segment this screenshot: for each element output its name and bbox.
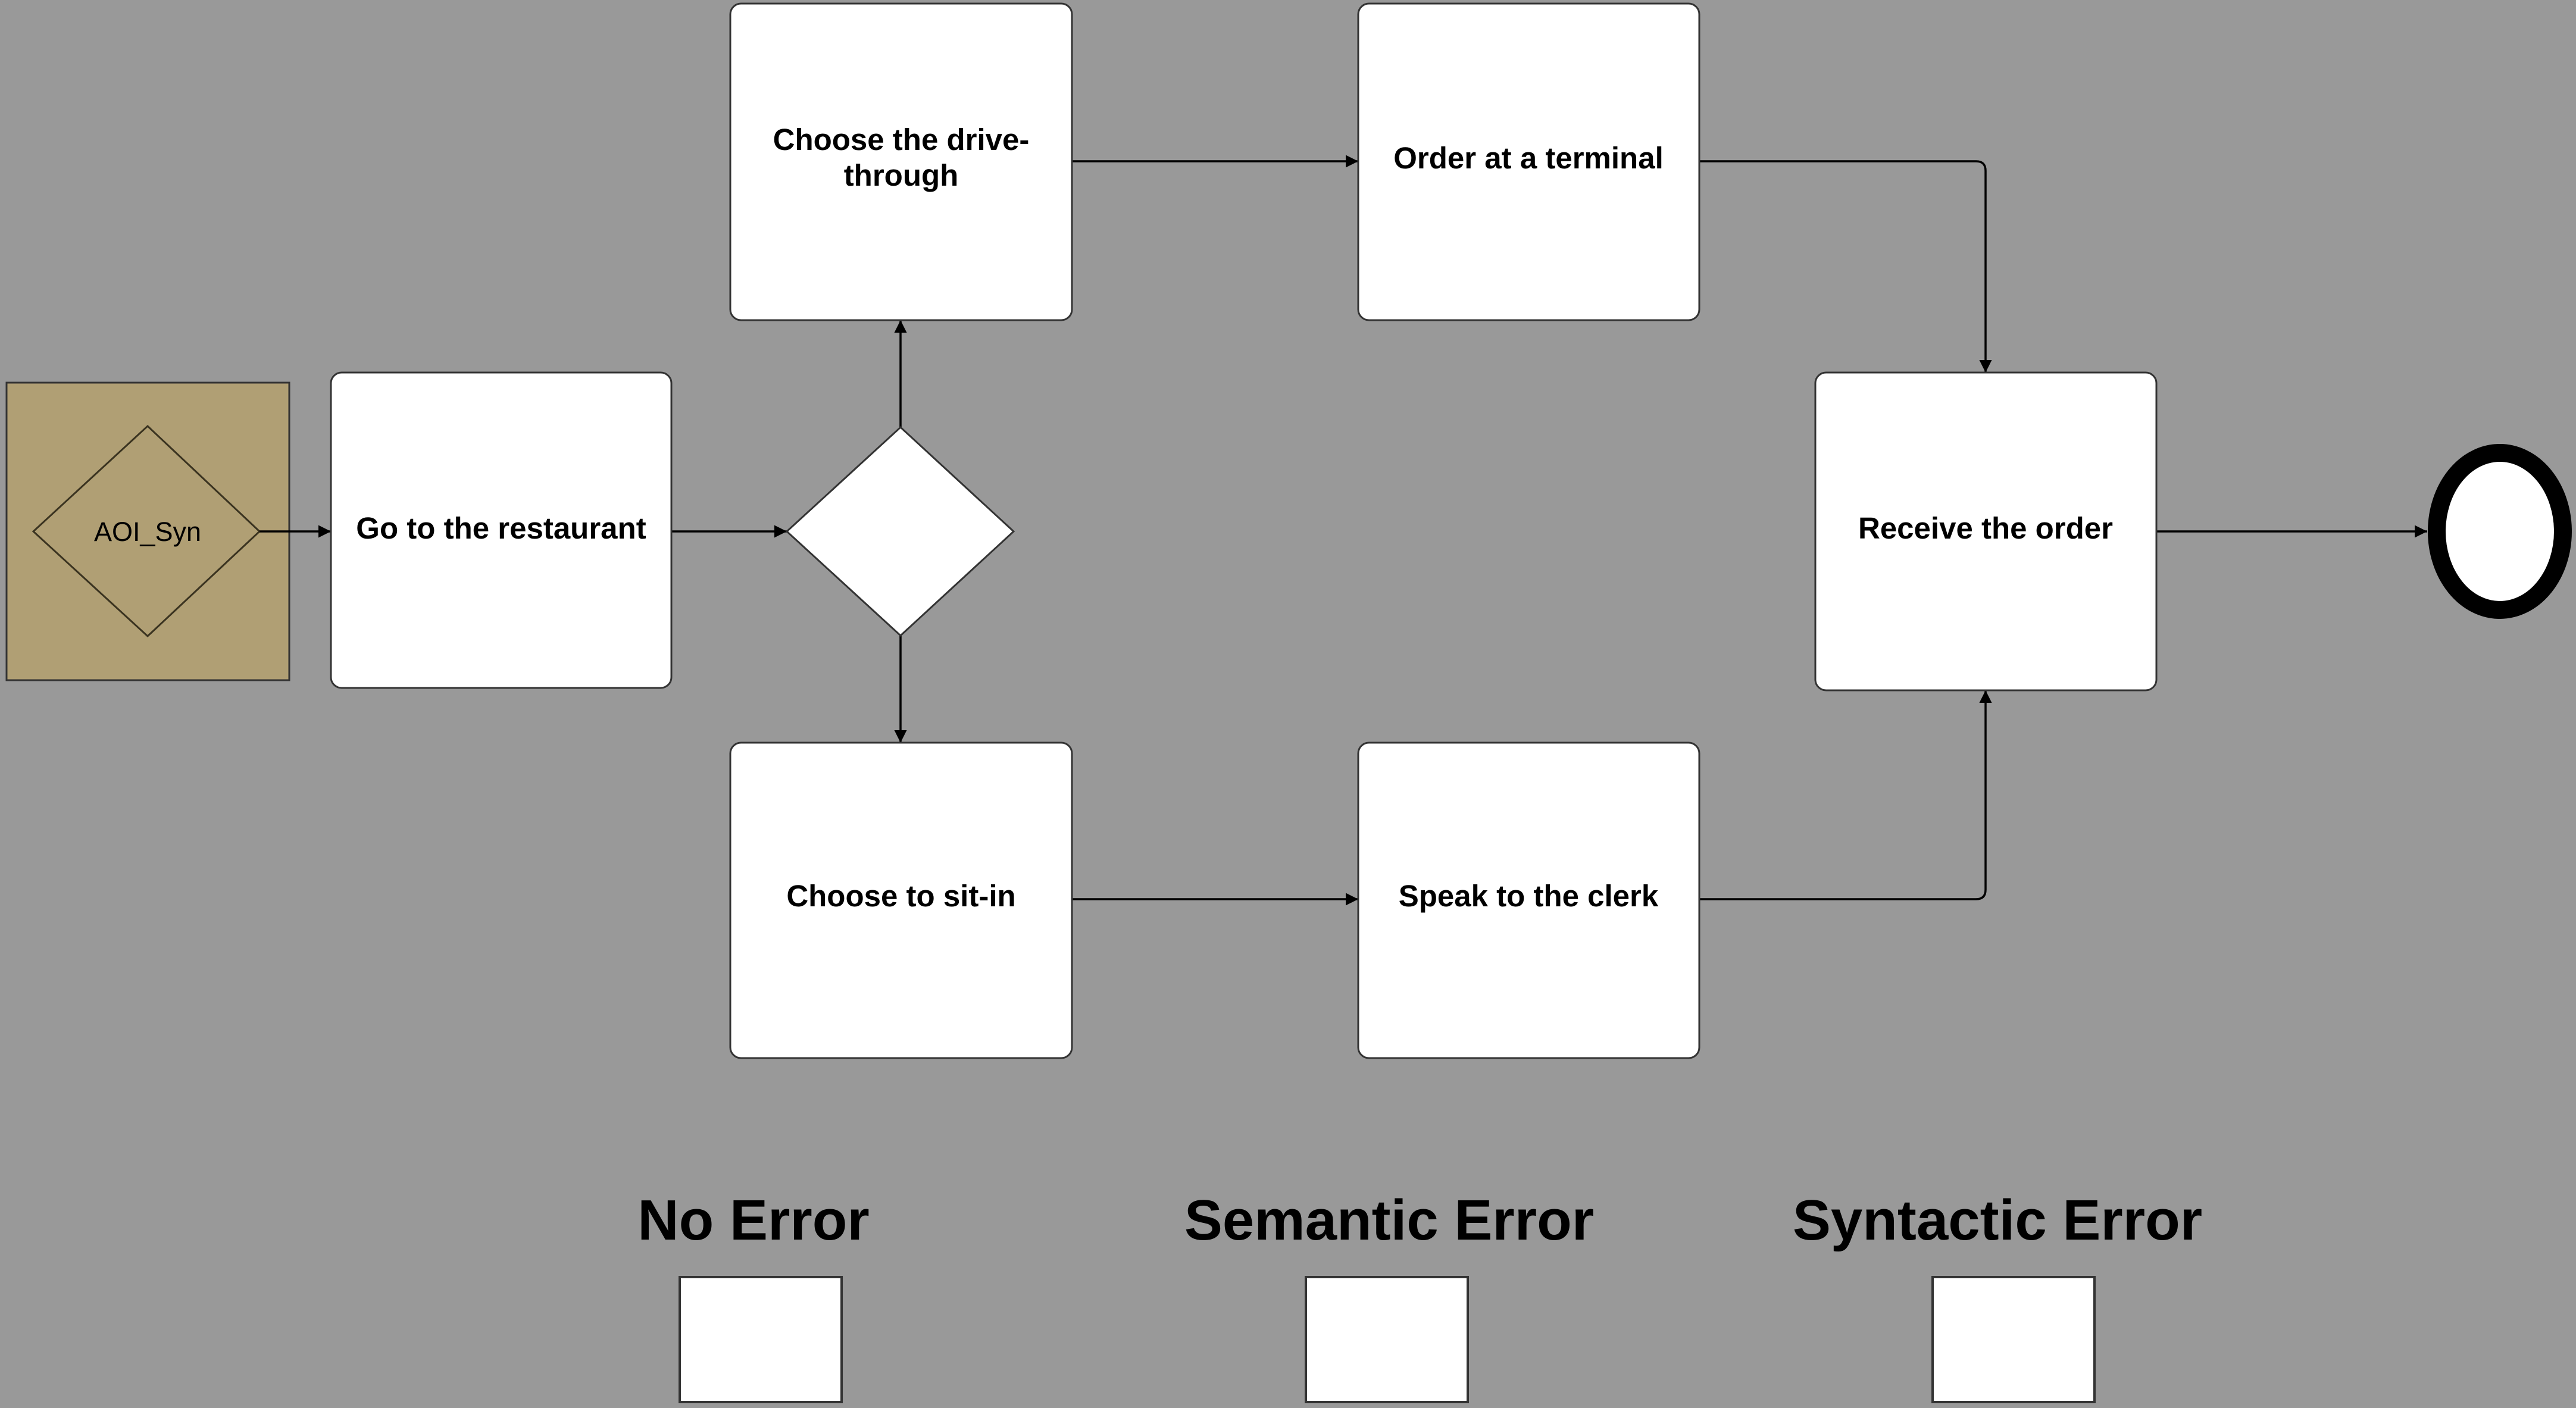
start-aoi: AOI_Syn [5, 381, 290, 681]
aoi-label: AOI_Syn [94, 517, 201, 547]
semantic-error-checkbox[interactable] [1305, 1276, 1469, 1403]
task-label: Choose to sit-in [786, 879, 1015, 913]
task-drive-through: Choose the drive- through [729, 2, 1073, 321]
flow-clerk-to-receive [1699, 690, 1992, 900]
task-label: Go to the restaurant [356, 511, 646, 545]
task-label: Order at a terminal [1393, 141, 1664, 175]
task-label: Receive the order [1858, 511, 2113, 545]
end-event-circle [2428, 444, 2572, 619]
semantic-error-label: Semantic Error [1184, 1188, 1594, 1252]
task-speak-clerk: Speak to the clerk [1357, 741, 1700, 1059]
syntactic-error-checkbox[interactable] [1931, 1276, 2096, 1403]
task-sit-in: Choose to sit-in [729, 741, 1073, 1059]
task-order-terminal: Order at a terminal [1357, 2, 1700, 321]
gateway-diamond [785, 425, 1015, 637]
no-error-checkbox[interactable] [679, 1276, 843, 1403]
no-error-label: No Error [637, 1188, 869, 1252]
task-label-line2: through [844, 158, 959, 192]
flow-connectors [260, 155, 2427, 906]
answer-semantic-error: Semantic Error [1184, 1188, 1594, 1403]
task-label-line1: Choose the drive- [773, 123, 1030, 157]
answer-no-error: No Error [637, 1188, 870, 1403]
task-receive-order: Receive the order [1814, 371, 2158, 692]
syntactic-error-label: Syntactic Error [1793, 1188, 2202, 1252]
flow-terminal-to-receive [1699, 160, 1992, 373]
task-go-to-restaurant: Go to the restaurant [330, 371, 673, 689]
answer-syntactic-error: Syntactic Error [1793, 1188, 2202, 1403]
task-label: Speak to the clerk [1399, 879, 1659, 913]
